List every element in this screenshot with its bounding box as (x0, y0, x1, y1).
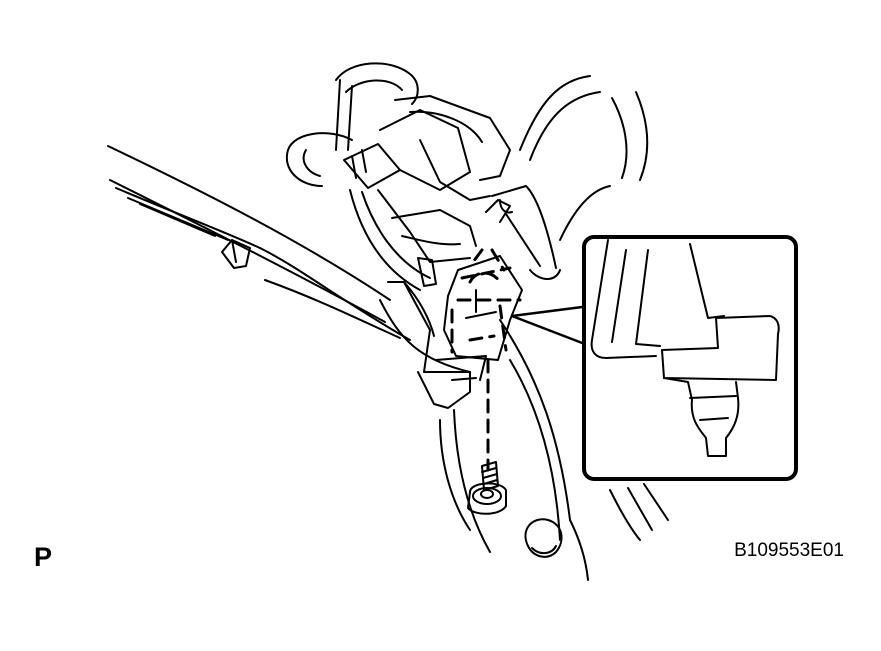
sensor-outline-dashed (450, 248, 522, 472)
figure-code: B109553E01 (734, 540, 844, 561)
sensor-bracket (387, 281, 487, 409)
callout-leader (510, 304, 592, 348)
grommet (524, 518, 563, 558)
fender-panel (107, 145, 471, 373)
view-direction-mark: P (34, 542, 53, 572)
sensor-connector (343, 95, 511, 291)
inner-fender (439, 75, 669, 581)
detail-inset (582, 235, 798, 481)
bolt (467, 461, 507, 515)
engine-bay-parts (285, 62, 419, 187)
hose (491, 185, 561, 280)
sensor (443, 255, 523, 361)
panel-clip (221, 239, 251, 269)
